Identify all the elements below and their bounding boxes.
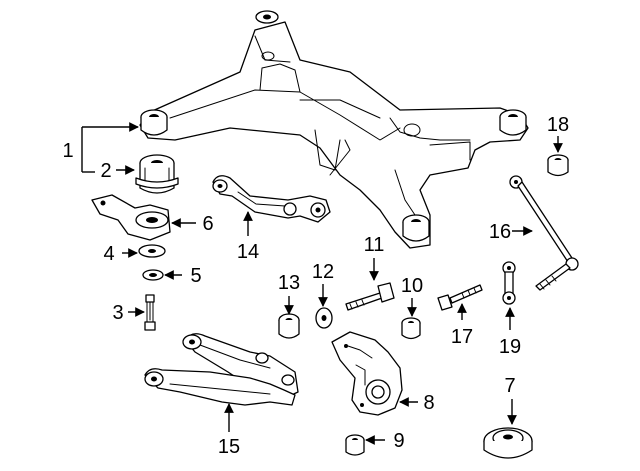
callout-18: 18	[547, 114, 569, 136]
bushing-10	[401, 317, 421, 340]
callout-13: 13	[278, 272, 300, 294]
tie-rod	[509, 175, 579, 291]
callout-7: 7	[504, 375, 515, 397]
callout-3: 3	[112, 302, 123, 324]
washer-4	[138, 244, 166, 258]
callout-12: 12	[312, 261, 334, 283]
callout-19: 19	[499, 336, 521, 358]
callout-4: 4	[103, 243, 114, 265]
callout-8: 8	[423, 392, 434, 414]
subframe-bushing	[135, 154, 179, 194]
bushing-bracket	[91, 194, 171, 241]
washer-12	[315, 307, 333, 329]
callout-15: 15	[218, 436, 240, 458]
washer-5	[142, 269, 164, 281]
subframe	[139, 10, 529, 249]
callout-6: 6	[202, 213, 213, 235]
callout-10: 10	[401, 275, 423, 297]
callout-11: 11	[364, 234, 385, 256]
callout-5: 5	[190, 265, 201, 287]
stabilizer-link	[502, 261, 516, 305]
lower-control-arm	[144, 333, 299, 406]
callout-17: 17	[451, 326, 473, 348]
bolt-17	[437, 284, 483, 311]
callout-14: 14	[237, 241, 259, 263]
bushing-13	[278, 313, 300, 339]
callout-leaders	[81, 122, 563, 445]
knuckle	[331, 331, 403, 416]
bushing-9	[345, 434, 365, 456]
bushing-18	[547, 154, 569, 177]
bolt-3	[144, 294, 156, 331]
mount-7	[483, 427, 533, 459]
callout-9: 9	[393, 430, 404, 452]
callout-1: 1	[62, 140, 73, 162]
callout-labels: 1 2 3 4 5 6 7 8 9 10 11 12 13 14 15 16 1…	[62, 114, 569, 458]
callout-16: 16	[489, 221, 511, 243]
bolt-11	[345, 282, 395, 311]
upper-control-arm	[212, 175, 331, 223]
callout-2: 2	[100, 160, 111, 182]
